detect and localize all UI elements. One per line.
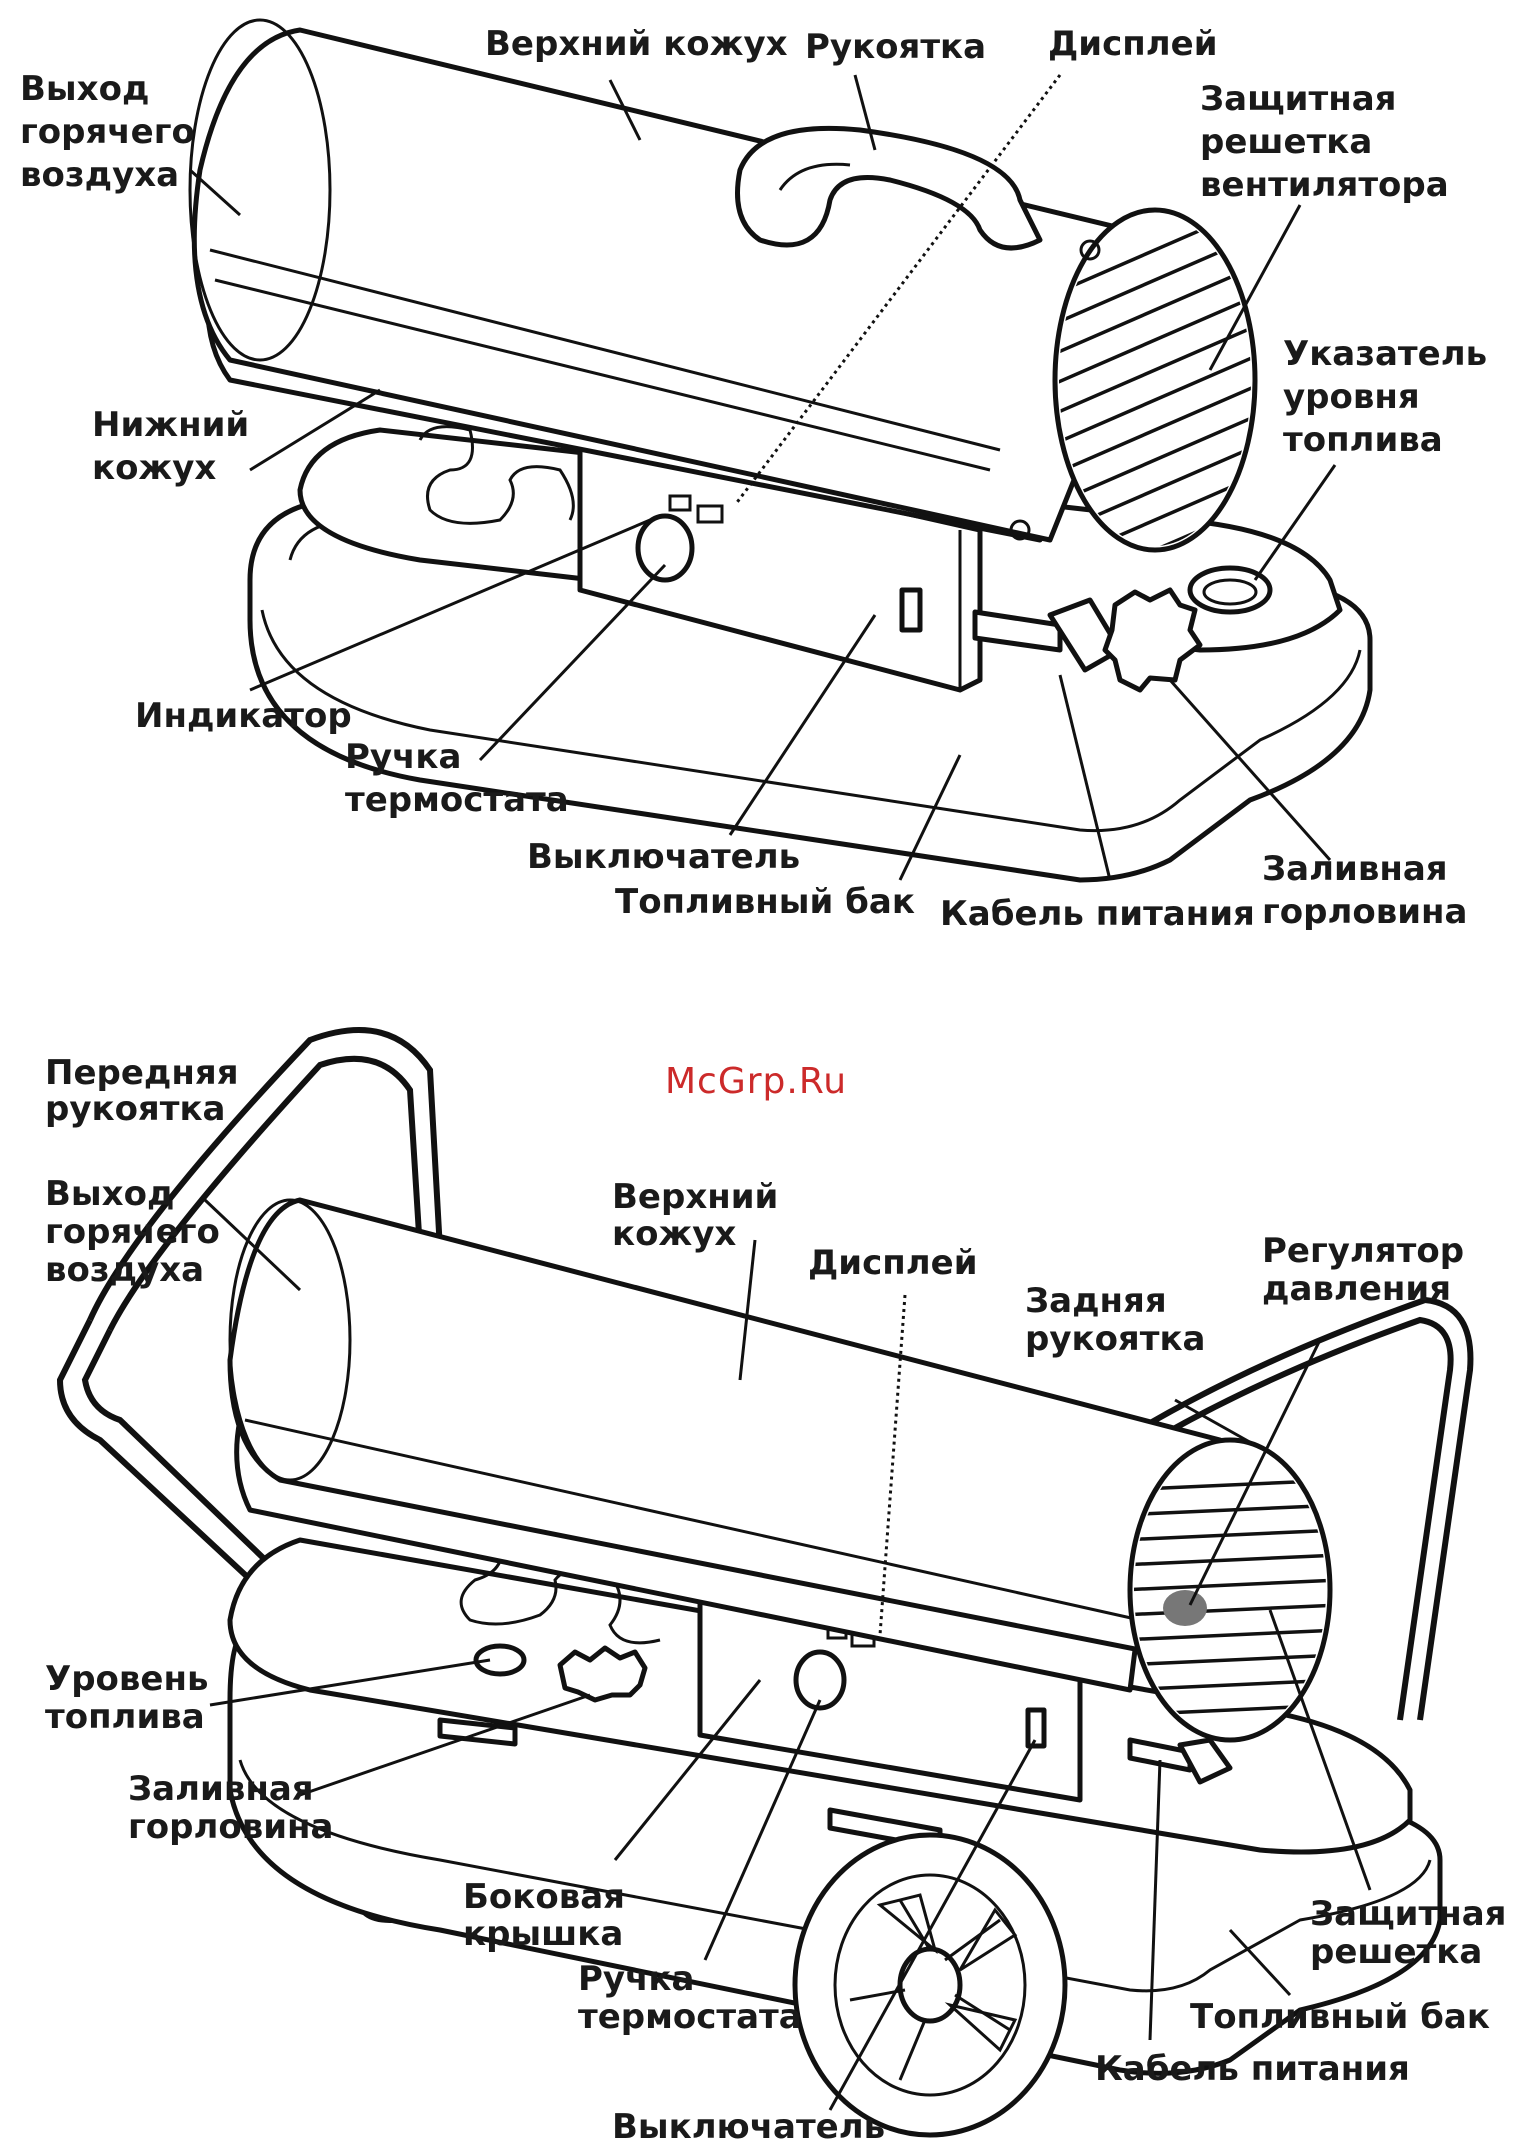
top-handle bbox=[735, 125, 1043, 251]
label-top-indicator: Индикатор bbox=[135, 696, 352, 736]
top-thermostat-knob bbox=[635, 513, 695, 583]
label-bottom-power-cable: Кабель питания bbox=[1095, 2049, 1410, 2089]
bottom-fuel-tank bbox=[227, 1617, 1443, 2076]
label-top-power-cable: Кабель питания bbox=[940, 894, 1255, 934]
bottom-guard bbox=[1127, 1437, 1333, 1743]
watermark: McGrp.Ru bbox=[665, 1061, 847, 1102]
label-bottom-display: Дисплей bbox=[808, 1243, 978, 1283]
bottom-front-handle bbox=[107, 1055, 423, 1332]
label-top-upper-casing: Верхний кожух bbox=[485, 24, 788, 64]
label-top-switch: Выключатель bbox=[527, 837, 800, 877]
label-bottom-switch: Выключатель bbox=[612, 2107, 885, 2146]
bottom-thermostat-knob bbox=[793, 1649, 847, 1711]
label-bottom-fuel-tank: Топливный бак bbox=[1190, 1997, 1490, 2037]
top-display bbox=[668, 494, 692, 512]
bottom-cable-plug bbox=[1177, 1737, 1233, 1785]
bottom-switch bbox=[1025, 1707, 1047, 1749]
top-fan-guard bbox=[1052, 207, 1258, 553]
top-filler-cap bbox=[1102, 587, 1203, 693]
top-switch bbox=[899, 587, 923, 633]
bottom-pressure-regulator bbox=[1163, 1590, 1207, 1626]
top-upper-casing bbox=[191, 27, 1173, 543]
label-top-display: Дисплей bbox=[1048, 24, 1218, 64]
bottom-filler-cap bbox=[557, 1645, 648, 1703]
label-top-handle: Рукоятка bbox=[805, 27, 986, 67]
label-top-fuel-tank: Топливный бак bbox=[615, 882, 915, 922]
bottom-fuel-level bbox=[473, 1643, 527, 1677]
